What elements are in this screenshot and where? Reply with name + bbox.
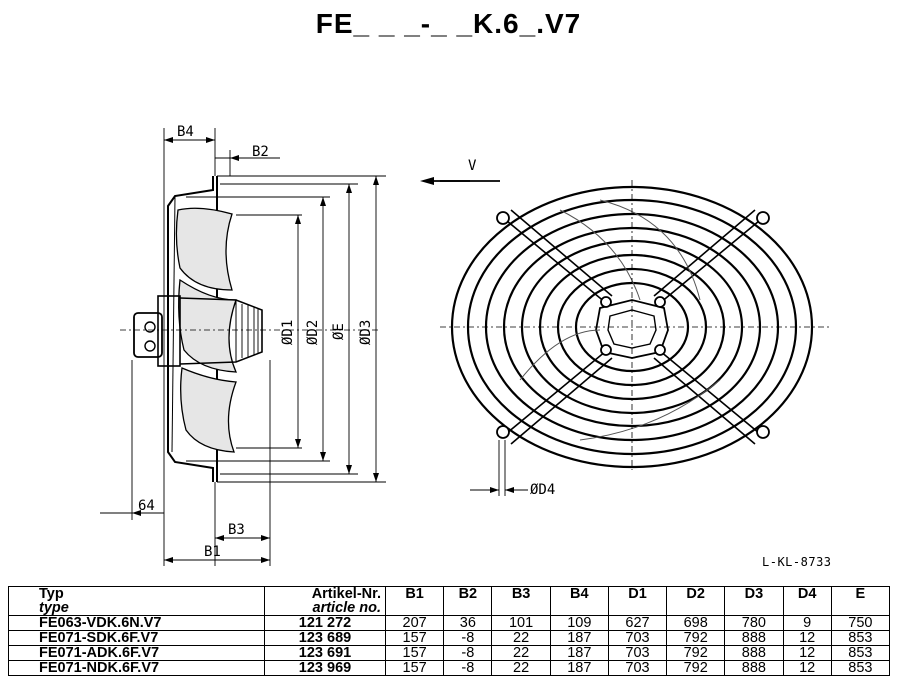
cell-b4: 187 xyxy=(549,660,609,676)
cell-e: 750 xyxy=(830,615,891,631)
cell-d3: 888 xyxy=(724,645,784,661)
cell-d1: 703 xyxy=(607,645,668,661)
header-article-sub: article no. xyxy=(312,600,382,616)
cell-b2: 36 xyxy=(443,615,493,631)
side-view xyxy=(120,176,380,482)
header-e: E xyxy=(830,586,891,616)
cell-d3: 780 xyxy=(724,615,784,631)
header-b3: B3 xyxy=(491,586,551,616)
dimension-lines xyxy=(100,128,386,566)
header-b2: B2 xyxy=(443,586,493,616)
label-b4: B4 xyxy=(177,124,194,140)
label-b2: B2 xyxy=(252,144,269,160)
cell-d2: 698 xyxy=(666,615,726,631)
cell-typ: FE063-VDK.6N.V7 xyxy=(8,615,265,631)
cell-d1: 627 xyxy=(607,615,668,631)
cell-typ: FE071-NDK.6F.V7 xyxy=(8,660,265,676)
cell-b4: 187 xyxy=(549,630,609,646)
cell-d3: 888 xyxy=(724,660,784,676)
label-d2: ØD2 xyxy=(305,320,321,345)
cell-typ: FE071-ADK.6F.V7 xyxy=(8,645,265,661)
header-typ-label: Typ xyxy=(39,586,64,602)
cell-b3: 22 xyxy=(491,645,551,661)
front-view xyxy=(440,180,830,470)
cell-b3: 101 xyxy=(491,615,551,631)
cell-b2: -8 xyxy=(443,660,493,676)
cell-d4: 12 xyxy=(782,660,832,676)
cell-e: 853 xyxy=(830,660,891,676)
cell-d1: 703 xyxy=(607,630,668,646)
cell-b1: 157 xyxy=(384,645,445,661)
cell-d2: 792 xyxy=(666,630,726,646)
cell-b3: 22 xyxy=(491,660,551,676)
header-d3: D3 xyxy=(724,586,784,616)
cell-b1: 157 xyxy=(384,660,445,676)
table-row: FE071-SDK.6F.V7 123 689 157 -8 22 187 70… xyxy=(8,630,891,646)
dimension-table: Typ type Artikel-Nr. article no. B1 B2 B… xyxy=(8,586,891,676)
cell-d1: 703 xyxy=(607,660,668,676)
label-d3: ØD3 xyxy=(358,320,374,345)
label-b1: B1 xyxy=(204,544,221,560)
technical-drawing: B4 B2 64 B3 B1 V ØD4 ØD1 ØD2 ØE ØD3 xyxy=(100,124,830,566)
cell-b4: 109 xyxy=(549,615,609,631)
cell-b4: 187 xyxy=(549,645,609,661)
cell-d2: 792 xyxy=(666,645,726,661)
header-d4: D4 xyxy=(782,586,832,616)
cell-e: 853 xyxy=(830,630,891,646)
cell-article: 123 691 xyxy=(264,645,386,661)
cell-d2: 792 xyxy=(666,660,726,676)
table-row: FE071-NDK.6F.V7 123 969 157 -8 22 187 70… xyxy=(8,660,891,676)
cell-d3: 888 xyxy=(724,630,784,646)
header-typ-sub: type xyxy=(39,600,69,616)
header-typ: Typ type xyxy=(8,586,265,616)
drawing-reference: L-KL-8733 xyxy=(762,555,832,569)
cell-d4: 9 xyxy=(782,615,832,631)
label-e: ØE xyxy=(331,323,347,340)
header-d1: D1 xyxy=(607,586,668,616)
cell-b3: 22 xyxy=(491,630,551,646)
label-d4: ØD4 xyxy=(530,482,555,498)
cell-d4: 12 xyxy=(782,645,832,661)
label-d1: ØD1 xyxy=(280,320,296,345)
header-article: Artikel-Nr. article no. xyxy=(264,586,386,616)
cell-b1: 207 xyxy=(384,615,445,631)
header-b1: B1 xyxy=(384,586,445,616)
table-row: FE063-VDK.6N.V7 121 272 207 36 101 109 6… xyxy=(8,615,891,631)
cell-e: 853 xyxy=(830,645,891,661)
drawing-title: FE_ _ _-_ _K.6_.V7 xyxy=(315,8,582,39)
table-header-row: Typ type Artikel-Nr. article no. B1 B2 B… xyxy=(8,586,891,616)
cell-typ: FE071-SDK.6F.V7 xyxy=(8,630,265,646)
table-row: FE071-ADK.6F.V7 123 691 157 -8 22 187 70… xyxy=(8,645,891,661)
cell-b2: -8 xyxy=(443,630,493,646)
header-article-label: Artikel-Nr. xyxy=(311,586,381,602)
label-b3: B3 xyxy=(228,522,245,538)
cell-article: 121 272 xyxy=(264,615,386,631)
cell-article: 123 969 xyxy=(264,660,386,676)
cell-b1: 157 xyxy=(384,630,445,646)
label-view-v: V xyxy=(468,158,477,174)
header-d2: D2 xyxy=(666,586,726,616)
cell-d4: 12 xyxy=(782,630,832,646)
label-64: 64 xyxy=(138,498,155,514)
header-b4: B4 xyxy=(549,586,609,616)
cell-b2: -8 xyxy=(443,645,493,661)
cell-article: 123 689 xyxy=(264,630,386,646)
